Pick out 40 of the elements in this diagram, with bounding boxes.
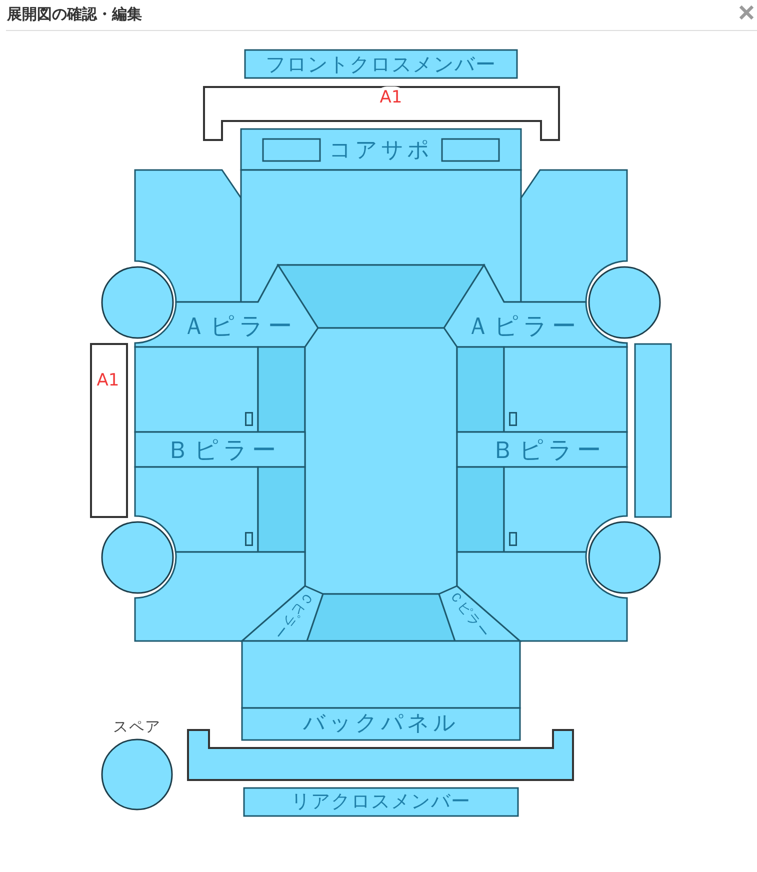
rocker-outline xyxy=(90,343,128,518)
wheel xyxy=(588,520,661,594)
door-panel xyxy=(503,466,628,553)
window-strip xyxy=(456,346,505,433)
window-strip xyxy=(456,466,505,553)
dialog-title: 展開図の確認・編集 xyxy=(7,5,142,23)
back-panel-bar xyxy=(241,707,521,741)
cross-member-bar xyxy=(243,787,519,817)
bumper-outline xyxy=(203,86,560,141)
window-strip xyxy=(257,346,306,433)
part-label: コアサポ xyxy=(329,140,433,162)
door-panel xyxy=(503,346,628,433)
headlight-box xyxy=(262,138,321,162)
part-label: Ｃピラー xyxy=(270,588,316,642)
rocker-panel xyxy=(634,343,672,518)
door-panel xyxy=(134,466,259,553)
part-label: バックパネル xyxy=(303,713,459,735)
wheel xyxy=(588,266,661,338)
part-label: Ｂピラー xyxy=(166,438,280,462)
fender-panel xyxy=(134,169,242,303)
cross-member-bar xyxy=(244,49,518,79)
part-label: リアクロスメンバー xyxy=(291,792,471,812)
pillar-band xyxy=(443,264,628,348)
wheel xyxy=(101,520,174,594)
part-label: Ｃピラー xyxy=(446,588,492,642)
core-support-bar xyxy=(240,128,522,171)
window-strip xyxy=(257,466,306,553)
part-label: フロントクロスメンバー xyxy=(266,54,496,74)
door-panel xyxy=(134,346,259,433)
part-label: Ｂピラー xyxy=(491,438,605,462)
part-label: スペア xyxy=(113,720,161,734)
part-label: Ａピラー xyxy=(466,314,580,338)
pillar-band xyxy=(134,431,306,468)
pillar-band xyxy=(134,264,319,348)
part-label: Ａピラー xyxy=(182,314,296,338)
wheel xyxy=(101,266,174,338)
fender-panel xyxy=(520,169,628,303)
pillar-band xyxy=(456,431,628,468)
roof-panel xyxy=(304,327,458,595)
headlight-box xyxy=(441,138,500,162)
